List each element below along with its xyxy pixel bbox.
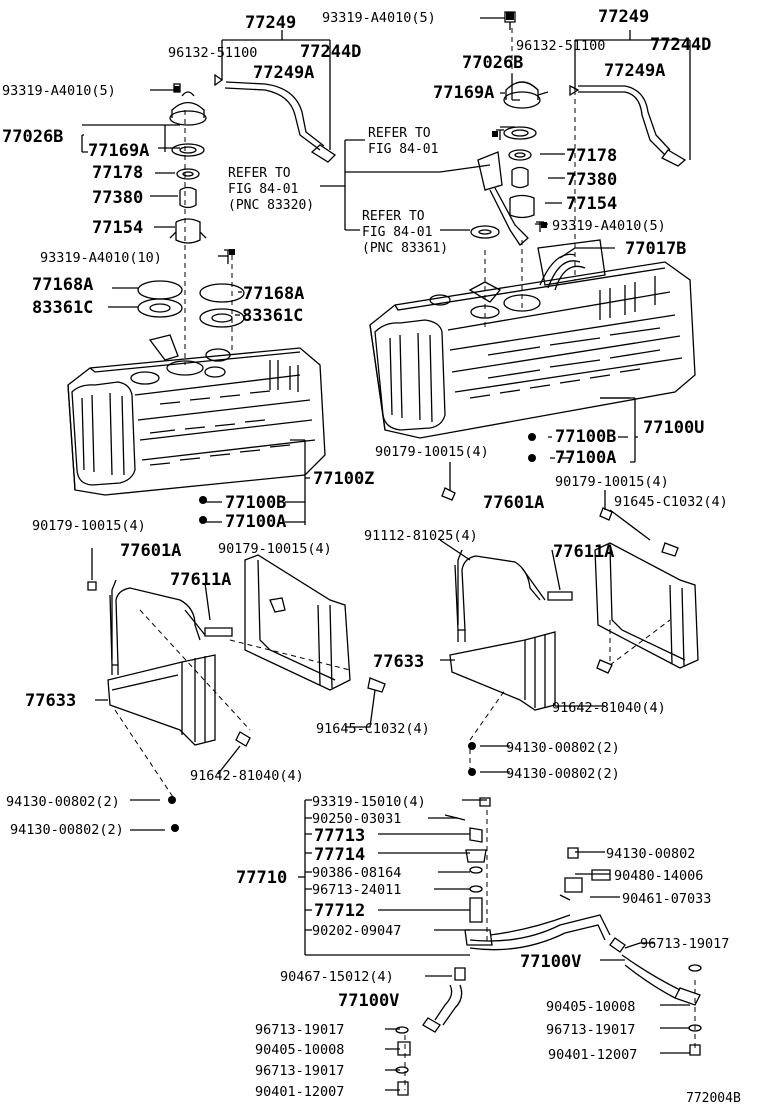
label-90480: 90480-14006 <box>614 868 703 884</box>
left-straps <box>87 554 386 747</box>
label-77178-left: 77178 <box>92 163 143 183</box>
label-77169a-right: 77169A <box>433 83 494 103</box>
label-77100b-left: 77100B <box>225 493 286 513</box>
label-90250: 90250-03031 <box>312 811 401 827</box>
refer-to-1b: FIG 84-01 <box>368 142 438 157</box>
label-94130-d: 94130-00802(2) <box>10 822 124 838</box>
label-96132-left: 96132-51100 <box>168 45 257 61</box>
left-sender-stack <box>137 73 337 328</box>
label-77168a-right: 77168A <box>243 284 304 304</box>
label-90405-right: 90405-10008 <box>546 999 635 1015</box>
label-77100v-right: 77100V <box>520 952 581 972</box>
label-77380-left: 77380 <box>92 188 143 208</box>
label-77601a-left: 77601A <box>120 541 181 561</box>
label-77244d-right: 77244D <box>650 35 711 55</box>
fasteners <box>168 12 547 832</box>
label-93319-15010: 93319-15010(4) <box>312 794 426 810</box>
right-fuel-tank <box>369 239 696 439</box>
label-90467: 90467-15012(4) <box>280 969 394 985</box>
label-83361c-right: 83361C <box>242 306 303 326</box>
part-labels: 77249 93319-A4010(5) 77249 96132-51100 7… <box>2 7 741 1106</box>
leader-lines <box>81 17 691 1091</box>
refer-to-3b: FIG 84-01 <box>362 225 432 240</box>
label-77168a-left: 77168A <box>32 275 93 295</box>
label-77100u: 77100U <box>643 418 704 438</box>
label-77244d-left: 77244D <box>300 42 361 62</box>
label-93319-right: 93319-A4010(5) <box>552 218 666 234</box>
right-sender-stack <box>470 11 687 246</box>
label-96713-19017-a: 96713-19017 <box>640 936 729 952</box>
label-91645-left: 91645-C1032(4) <box>316 721 430 737</box>
label-77601a-right: 77601A <box>483 493 544 513</box>
label-94130-b: 94130-00802(2) <box>506 766 620 782</box>
label-90179-c: 90179-10015(4) <box>32 518 146 534</box>
diagram-id: 772004B <box>686 1091 741 1106</box>
label-77611a-right: 77611A <box>553 542 614 562</box>
label-77713: 77713 <box>314 826 365 846</box>
label-94130-c: 94130-00802(2) <box>6 794 120 810</box>
right-straps <box>441 487 699 711</box>
label-96713-19017-b: 96713-19017 <box>255 1022 344 1038</box>
label-77249a-right: 77249A <box>604 61 665 81</box>
label-90405-left: 90405-10008 <box>255 1042 344 1058</box>
label-77178-right: 77178 <box>566 146 617 166</box>
label-90179-b: 90179-10015(4) <box>555 474 669 490</box>
label-83361c-left: 83361C <box>32 298 93 318</box>
label-77249-right: 77249 <box>598 7 649 27</box>
refer-to-2b: FIG 84-01 <box>228 182 298 197</box>
label-91642-right: 91642-81040(4) <box>552 700 666 716</box>
label-77249-left: 77249 <box>245 13 296 33</box>
label-77249a-left: 77249A <box>253 63 314 83</box>
label-77611a-left: 77611A <box>170 570 231 590</box>
refer-to-1a: REFER TO <box>368 126 431 141</box>
label-90386: 90386-08164 <box>312 865 401 881</box>
refer-to-2a: REFER TO <box>228 166 291 181</box>
refer-to-2c: (PNC 83320) <box>228 198 314 213</box>
left-fuel-tank <box>67 334 326 496</box>
label-77100a-left: 77100A <box>225 512 286 532</box>
label-77633-left: 77633 <box>25 691 76 711</box>
label-96713-19017-d: 96713-19017 <box>255 1063 344 1079</box>
label-96132-right: 96132-51100 <box>516 38 605 54</box>
label-77154-right: 77154 <box>566 194 617 214</box>
label-93319-top: 93319-A4010(5) <box>322 10 436 26</box>
refer-to-3c: (PNC 83361) <box>362 241 448 256</box>
label-77026b-right: 77026B <box>462 53 523 73</box>
label-94130-e: 94130-00802 <box>606 846 695 862</box>
label-77712: 77712 <box>314 901 365 921</box>
label-96713-24011: 96713-24011 <box>312 882 401 898</box>
label-77100v-left: 77100V <box>338 991 399 1011</box>
label-77169a-left: 77169A <box>88 141 149 161</box>
label-90202: 90202-09047 <box>312 923 401 939</box>
label-77380-right: 77380 <box>566 170 617 190</box>
label-77100b-right: 77100B <box>555 427 616 447</box>
label-77710: 77710 <box>236 868 287 888</box>
label-93319-ten: 93319-A4010(10) <box>40 250 162 266</box>
label-90401-right: 90401-12007 <box>548 1047 637 1063</box>
label-93319-left: 93319-A4010(5) <box>2 83 116 99</box>
label-77026b-left: 77026B <box>2 127 63 147</box>
label-91645-right: 91645-C1032(4) <box>614 494 728 510</box>
label-77100z: 77100Z <box>313 469 374 489</box>
label-90179-a: 90179-10015(4) <box>375 444 489 460</box>
label-91112: 91112-81025(4) <box>364 528 478 544</box>
bottom-piping <box>395 797 702 1096</box>
label-77154-left: 77154 <box>92 218 143 238</box>
refer-notes: REFER TO FIG 84-01 REFER TO FIG 84-01 (P… <box>228 126 448 256</box>
label-94130-a: 94130-00802(2) <box>506 740 620 756</box>
label-77100a-right: 77100A <box>555 448 616 468</box>
label-96713-19017-c: 96713-19017 <box>546 1022 635 1038</box>
label-91642-left: 91642-81040(4) <box>190 768 304 784</box>
label-77017b: 77017B <box>625 239 686 259</box>
label-77633-right: 77633 <box>373 652 424 672</box>
refer-to-3a: REFER TO <box>362 209 425 224</box>
label-90179-d: 90179-10015(4) <box>218 541 332 557</box>
label-77714: 77714 <box>314 845 365 865</box>
label-90461: 90461-07033 <box>622 891 711 907</box>
label-90401-left: 90401-12007 <box>255 1084 344 1100</box>
